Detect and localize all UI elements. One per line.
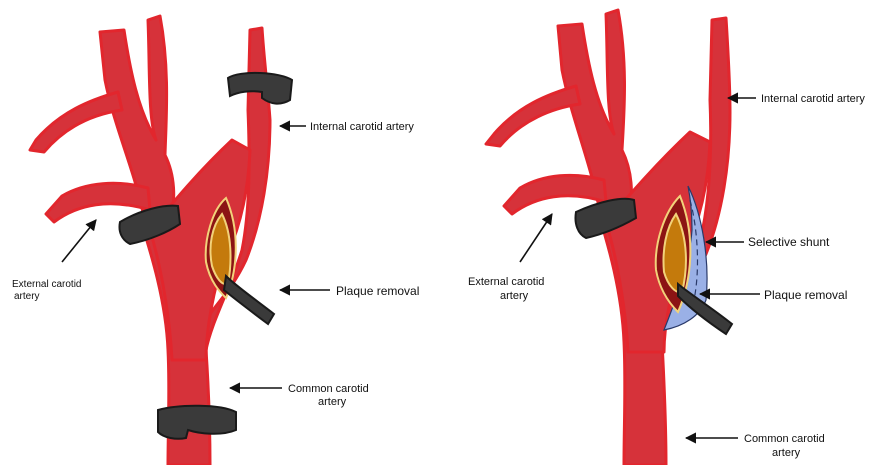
left-label-plaque-removal: Plaque removal (336, 284, 419, 298)
left-arrow-external (62, 220, 96, 262)
right-external-carotid-side-branch (486, 86, 580, 146)
left-label-external-carotid-1: External carotid (12, 279, 81, 290)
left-label-common-carotid-2: artery (318, 396, 347, 408)
right-label-external-carotid-2: artery (500, 290, 529, 302)
left-panel: Internal carotid artery External carotid… (12, 16, 419, 465)
right-label-plaque-removal: Plaque removal (764, 288, 847, 302)
left-label-common-carotid-1: Common carotid (288, 383, 369, 395)
left-label-internal-carotid: Internal carotid artery (310, 121, 414, 133)
right-label-common-carotid-2: artery (772, 447, 801, 459)
left-label-external-carotid-2: artery (14, 291, 40, 302)
right-label-external-carotid-1: External carotid (468, 276, 544, 288)
right-label-selective-shunt: Selective shunt (748, 235, 830, 249)
left-external-carotid-side-branch (30, 92, 122, 152)
right-label-internal-carotid: Internal carotid artery (761, 93, 865, 105)
right-panel: Internal carotid artery External carotid… (468, 10, 865, 465)
left-forceps (224, 276, 274, 324)
right-label-common-carotid-1: Common carotid (744, 433, 825, 445)
right-arrow-external (520, 214, 552, 262)
